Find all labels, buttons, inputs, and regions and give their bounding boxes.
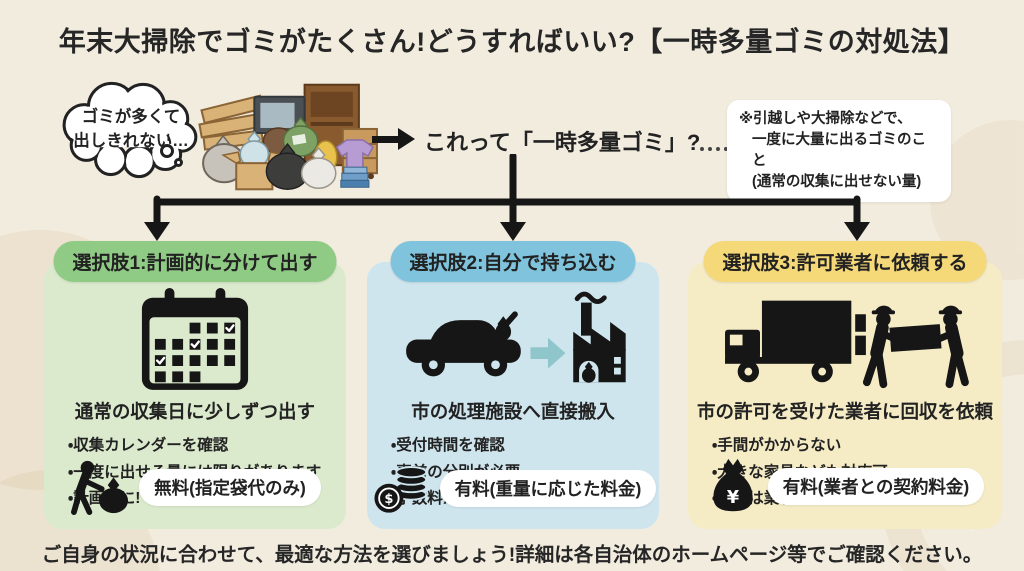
option-2-price-row: $ 有料(重量に応じた料金): [367, 461, 659, 515]
option-2-price: 有料(重量に応じた料金): [439, 469, 657, 507]
option-3-subtitle: 市の許可を受けた業者に回収を依頼: [696, 401, 993, 422]
car-to-facility-icon: [406, 291, 626, 383]
option-3-price: 有料(業者との契約料金): [767, 467, 985, 505]
option-2-icon-area: [367, 284, 659, 396]
thought-bubble-text: ゴミが多くて 出しきれない…: [66, 106, 196, 154]
option-1-icon-area: [44, 284, 346, 396]
money-bag-icon: ¥: [713, 458, 753, 512]
option-3-price-row: ¥ 有料(業者との契約料金): [688, 457, 1002, 515]
page-title: 年末大掃除でゴミがたくさん!どうすればいい?【一時多量ゴミの対処法】: [58, 27, 966, 57]
option-card-3: 選択肢3:許可業者に依頼する: [688, 241, 1002, 529]
note-line: (通常の収集に出せない量): [752, 174, 922, 191]
thought-tail-bubble: [160, 144, 174, 158]
coins-icon: $: [374, 466, 427, 513]
option-card-2: 選択肢2:自分で持ち込む 市の処理施設: [367, 241, 659, 529]
option-2-header: 選択肢2:自分で持ち込む: [390, 241, 636, 282]
bullet-item: 手間がかからない: [712, 433, 1002, 460]
option-1-price: 無料(指定袋代のみ): [139, 468, 321, 506]
dotted-connector: [700, 147, 728, 151]
note-box: ※引越しや大掃除などで、 一度に大量に出るゴミのこと (通常の収集に出せない量): [727, 100, 951, 203]
thought-line: ゴミが多くて: [81, 108, 181, 126]
truck-and-workers-icon: [725, 300, 969, 389]
person-carrying-bag-icon: [71, 460, 129, 515]
bullet-item: 受付時間を確認: [391, 433, 659, 460]
thought-line: 出しきれない…: [73, 131, 189, 150]
option-1-header: 選択肢1:計画的に分けて出す: [53, 241, 337, 282]
option-3-header: 選択肢3:許可業者に依頼する: [703, 241, 987, 282]
svg-text:$: $: [384, 492, 393, 507]
garbage-pile-illustration: [198, 83, 378, 191]
question-text: これって「一時多量ゴミ」?: [424, 130, 701, 155]
thought-tail-bubble: [174, 158, 183, 167]
option-card-1: 選択肢1:計画的に分けて出す 通常の収集日に少: [44, 241, 346, 529]
calendar-icon: [141, 288, 249, 390]
note-line: ※引越しや大掃除などで、: [739, 111, 912, 127]
svg-text:¥: ¥: [727, 488, 740, 508]
arrow-right-icon: [372, 128, 415, 150]
option-2-subtitle: 市の処理施設へ直接搬入: [411, 401, 615, 422]
option-1-price-row: 無料(指定袋代のみ): [44, 459, 346, 515]
bullet-item: 収集カレンダーを確認: [68, 433, 346, 460]
option-1-subtitle: 通常の収集日に少しずつ出す: [74, 401, 316, 422]
option-3-icon-area: [688, 284, 1002, 396]
note-line: 一度に大量に出るゴミのこと: [752, 132, 926, 170]
footer-text: ご自身の状況に合わせて、最適な方法を選びましょう!詳細は各自治体のホームページ等…: [41, 544, 983, 566]
branch-connector: [144, 154, 870, 241]
